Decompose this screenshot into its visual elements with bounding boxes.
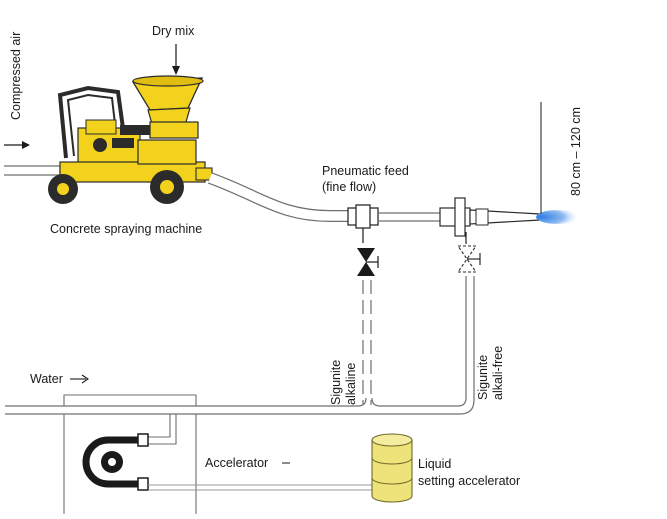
spray-jet (536, 210, 580, 224)
machine-label: Concrete spraying machine (50, 222, 202, 236)
dry-mix-label: Dry mix (152, 24, 195, 38)
compressed-air-inlet (4, 141, 61, 176)
liquid-sublabel: setting accelerator (418, 474, 520, 488)
dry-mix-arrow (172, 44, 180, 75)
alkaline-dosing-line (362, 228, 372, 405)
machine-wheel-rear (48, 174, 78, 204)
liquid-label: Liquid (418, 457, 451, 471)
sigunite-alkaline-label: Sigunite (329, 360, 343, 405)
sigunite-alkaline-sublabel: alkaline (344, 363, 358, 405)
pneumatic-feed-sublabel: (fine flow) (322, 180, 376, 194)
spray-nozzle (439, 197, 541, 237)
peristaltic-pump-icon (82, 433, 149, 491)
water-accelerator-pipe (5, 276, 467, 407)
water-label: Water (30, 372, 63, 386)
concrete-spraying-machine (48, 75, 213, 204)
alkaline-valve-icon (357, 248, 379, 276)
compressed-air-label: Compressed air (9, 32, 23, 120)
pneumatic-feed-label: Pneumatic feed (322, 164, 409, 178)
dosing-pump-box (63, 394, 197, 514)
accelerator-label: Accelerator (205, 456, 268, 470)
distance-label: 80 cm – 120 cm (569, 107, 583, 196)
alkalifree-valve-icon (456, 245, 481, 273)
machine-wheel-front (150, 170, 184, 204)
accelerator-barrel-icon (371, 433, 413, 503)
sigunite-alkalifree-sublabel: alkali-free (491, 346, 505, 400)
sigunite-alkalifree-label: Sigunite (476, 355, 490, 400)
water-arrow (70, 374, 89, 384)
pneumatic-feed-coupling (347, 204, 440, 229)
